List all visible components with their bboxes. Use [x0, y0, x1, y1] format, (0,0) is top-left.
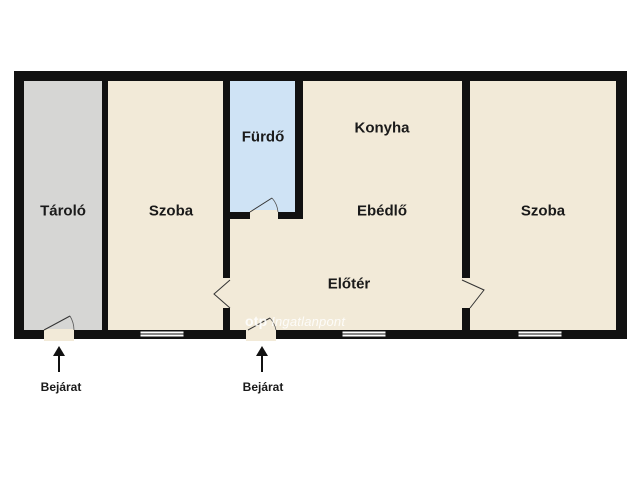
- entrance-label-left: Bejárat: [40, 380, 82, 394]
- room-label-room-right: Szoba: [520, 202, 566, 220]
- main-door-gap: [246, 329, 276, 341]
- storage-door-leaf: [43, 315, 71, 331]
- entrance-label-center: Bejárat: [242, 380, 284, 394]
- kitchen-dining-hall-floor: [230, 81, 462, 330]
- room-label-room-left: Szoba: [148, 202, 194, 220]
- main-door-leaf: [247, 317, 271, 331]
- room-label-hall: Előtér: [327, 275, 371, 293]
- watermark: otp Ingatlanpont: [245, 313, 345, 329]
- left-room-door-gap: [222, 278, 232, 308]
- arrow-up-icon: [256, 346, 268, 372]
- bathroom-door-arc: [271, 197, 279, 213]
- room-label-storage: Tároló: [40, 202, 86, 220]
- watermark-brand: otp: [245, 313, 268, 329]
- room-right-floor: [470, 81, 616, 330]
- storage-door-arc: [69, 315, 75, 331]
- arrow-up-icon: [53, 346, 65, 372]
- watermark-suffix: Ingatlanpont: [271, 314, 346, 329]
- room-label-dining: Ebédlő: [356, 202, 408, 220]
- right-room-door-gap: [461, 278, 471, 308]
- bathroom-door-gap: [250, 210, 278, 220]
- bathroom-floor: [230, 81, 295, 212]
- storage-door-gap: [44, 329, 74, 341]
- right-room-door-leaf: [461, 279, 485, 309]
- room-label-bathroom: Fürdő: [241, 128, 285, 146]
- left-room-door-leaf: [213, 279, 231, 309]
- room-label-kitchen: Konyha: [354, 119, 410, 137]
- room-left-floor: [108, 81, 223, 330]
- storage-floor: [24, 81, 102, 330]
- bathroom-door-leaf: [249, 197, 273, 213]
- main-door-arc: [269, 317, 277, 331]
